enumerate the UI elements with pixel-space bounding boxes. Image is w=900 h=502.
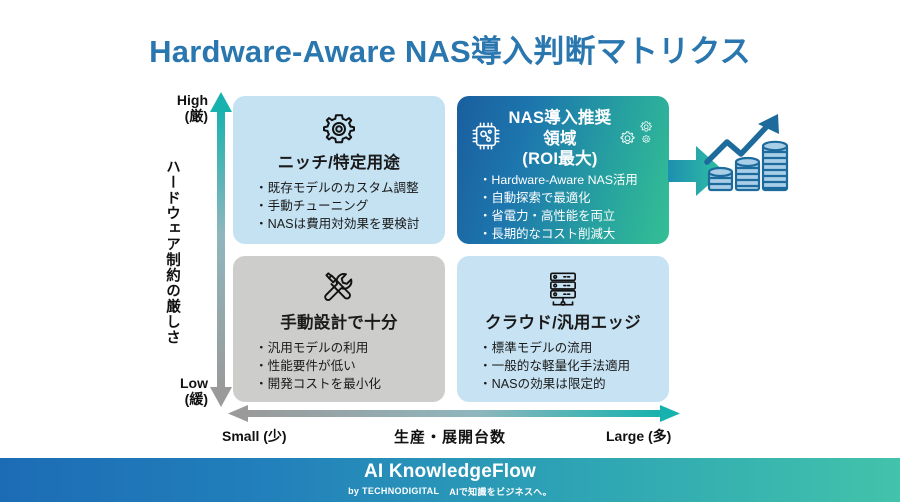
- gears-icon: [617, 119, 657, 158]
- bullet-item: 既存モデルのカスタム調整: [255, 180, 419, 198]
- footer-subtitle: by TECHNODIGITAL AIで知識をビジネスへ。: [348, 485, 552, 498]
- x-axis-right-label: Large (多): [606, 428, 672, 444]
- bullet-item: 省電力・高性能を両立: [479, 208, 638, 226]
- quadrant-top-right-header: NAS導入推奨領域 (ROI最大): [469, 108, 657, 170]
- quadrant-top-right[interactable]: NAS導入推奨領域 (ROI最大) Hardware-Aware NA: [457, 96, 669, 244]
- quadrant-top-right-title-line2: (ROI最大): [522, 150, 598, 169]
- x-axis-title: 生産・展開台数: [393, 429, 506, 446]
- quadrant-top-left-bullets: 既存モデルのカスタム調整 手動チューニング NASは費用対効果を要検討: [255, 180, 420, 234]
- footer-company: by TECHNODIGITAL: [348, 486, 440, 497]
- footer-bar: AI KnowledgeFlow by TECHNODIGITAL AIで知識を…: [0, 458, 900, 502]
- quadrant-top-right-bullets: Hardware-Aware NAS活用 自動探索で最適化 省電力・高性能を両立…: [479, 172, 638, 244]
- bullet-item: 汎用モデルの利用: [255, 340, 381, 358]
- y-axis-low-subtext: (緩): [184, 390, 208, 407]
- bullet-item: 標準モデルの流用: [479, 340, 630, 358]
- coin-stacks-growth-icon: [700, 108, 796, 200]
- quadrant-top-left-title: ニッチ/特定用途: [277, 154, 401, 172]
- bullet-item: 自動探索で最適化: [479, 190, 638, 208]
- quadrant-bottom-right-bullets: 標準モデルの流用 一般的な軽量化手法適用 NASの効果は限定的: [479, 340, 631, 394]
- quadrant-bottom-left-bullets: 汎用モデルの利用 性能要件が低い 開発コストを最小化: [255, 340, 381, 394]
- microchip-icon: [469, 119, 503, 158]
- gear-icon: [319, 108, 359, 150]
- quadrant-bottom-left[interactable]: 手動設計で十分 汎用モデルの利用 性能要件が低い 開発コストを最小化: [233, 256, 445, 402]
- y-axis: High (厳) Low (緩) ハードウェア制約の厳しさ: [140, 92, 235, 407]
- quadrant-bottom-left-title: 手動設計で十分: [280, 314, 398, 332]
- quadrant-top-right-title: NAS導入推奨領域 (ROI最大): [503, 108, 617, 170]
- quadrant-bottom-right[interactable]: クラウド/汎用エッジ 標準モデルの流用 一般的な軽量化手法適用 NASの効果は限…: [457, 256, 669, 402]
- bullet-item: 開発コストを最小化: [255, 376, 381, 394]
- y-axis-low-label: Low (緩): [140, 375, 208, 407]
- x-axis-left-label: Small (少): [222, 428, 287, 444]
- footer-brand: AI KnowledgeFlow: [363, 461, 537, 483]
- bullet-item: 長期的なコスト削減大: [479, 226, 638, 244]
- vertical-double-arrow-icon: [210, 92, 232, 407]
- bullet-item: 性能要件が低い: [255, 358, 381, 376]
- quadrant-top-left[interactable]: ニッチ/特定用途 既存モデルのカスタム調整 手動チューニング NASは費用対効果…: [233, 96, 445, 244]
- footer-divider: [0, 455, 900, 458]
- y-axis-high-label: High (厳): [140, 92, 208, 124]
- server-rack-icon: [543, 268, 583, 310]
- y-axis-high-text: High: [176, 92, 208, 108]
- horizontal-double-arrow-icon: [228, 405, 680, 423]
- y-axis-title: ハードウェア制約の厳しさ: [164, 158, 180, 345]
- y-axis-high-subtext: (厳): [184, 108, 208, 125]
- bullet-item: NASの効果は限定的: [479, 376, 630, 394]
- bullet-item: Hardware-Aware NAS活用: [479, 172, 637, 190]
- bullet-item: NASは費用対効果を要検討: [255, 216, 420, 234]
- page-title: Hardware-Aware NAS導入判断マトリクス: [149, 34, 751, 69]
- footer-tagline: AIで知識をビジネスへ。: [449, 486, 552, 497]
- y-axis-low-text: Low: [180, 374, 208, 391]
- quadrant-bottom-right-title: クラウド/汎用エッジ: [484, 314, 642, 332]
- wrench-screwdriver-icon: [318, 268, 360, 310]
- bullet-item: 手動チューニング: [255, 198, 419, 216]
- quadrant-top-right-title-line1: NAS導入推奨領域: [508, 109, 612, 148]
- bullet-item: 一般的な軽量化手法適用: [479, 358, 631, 376]
